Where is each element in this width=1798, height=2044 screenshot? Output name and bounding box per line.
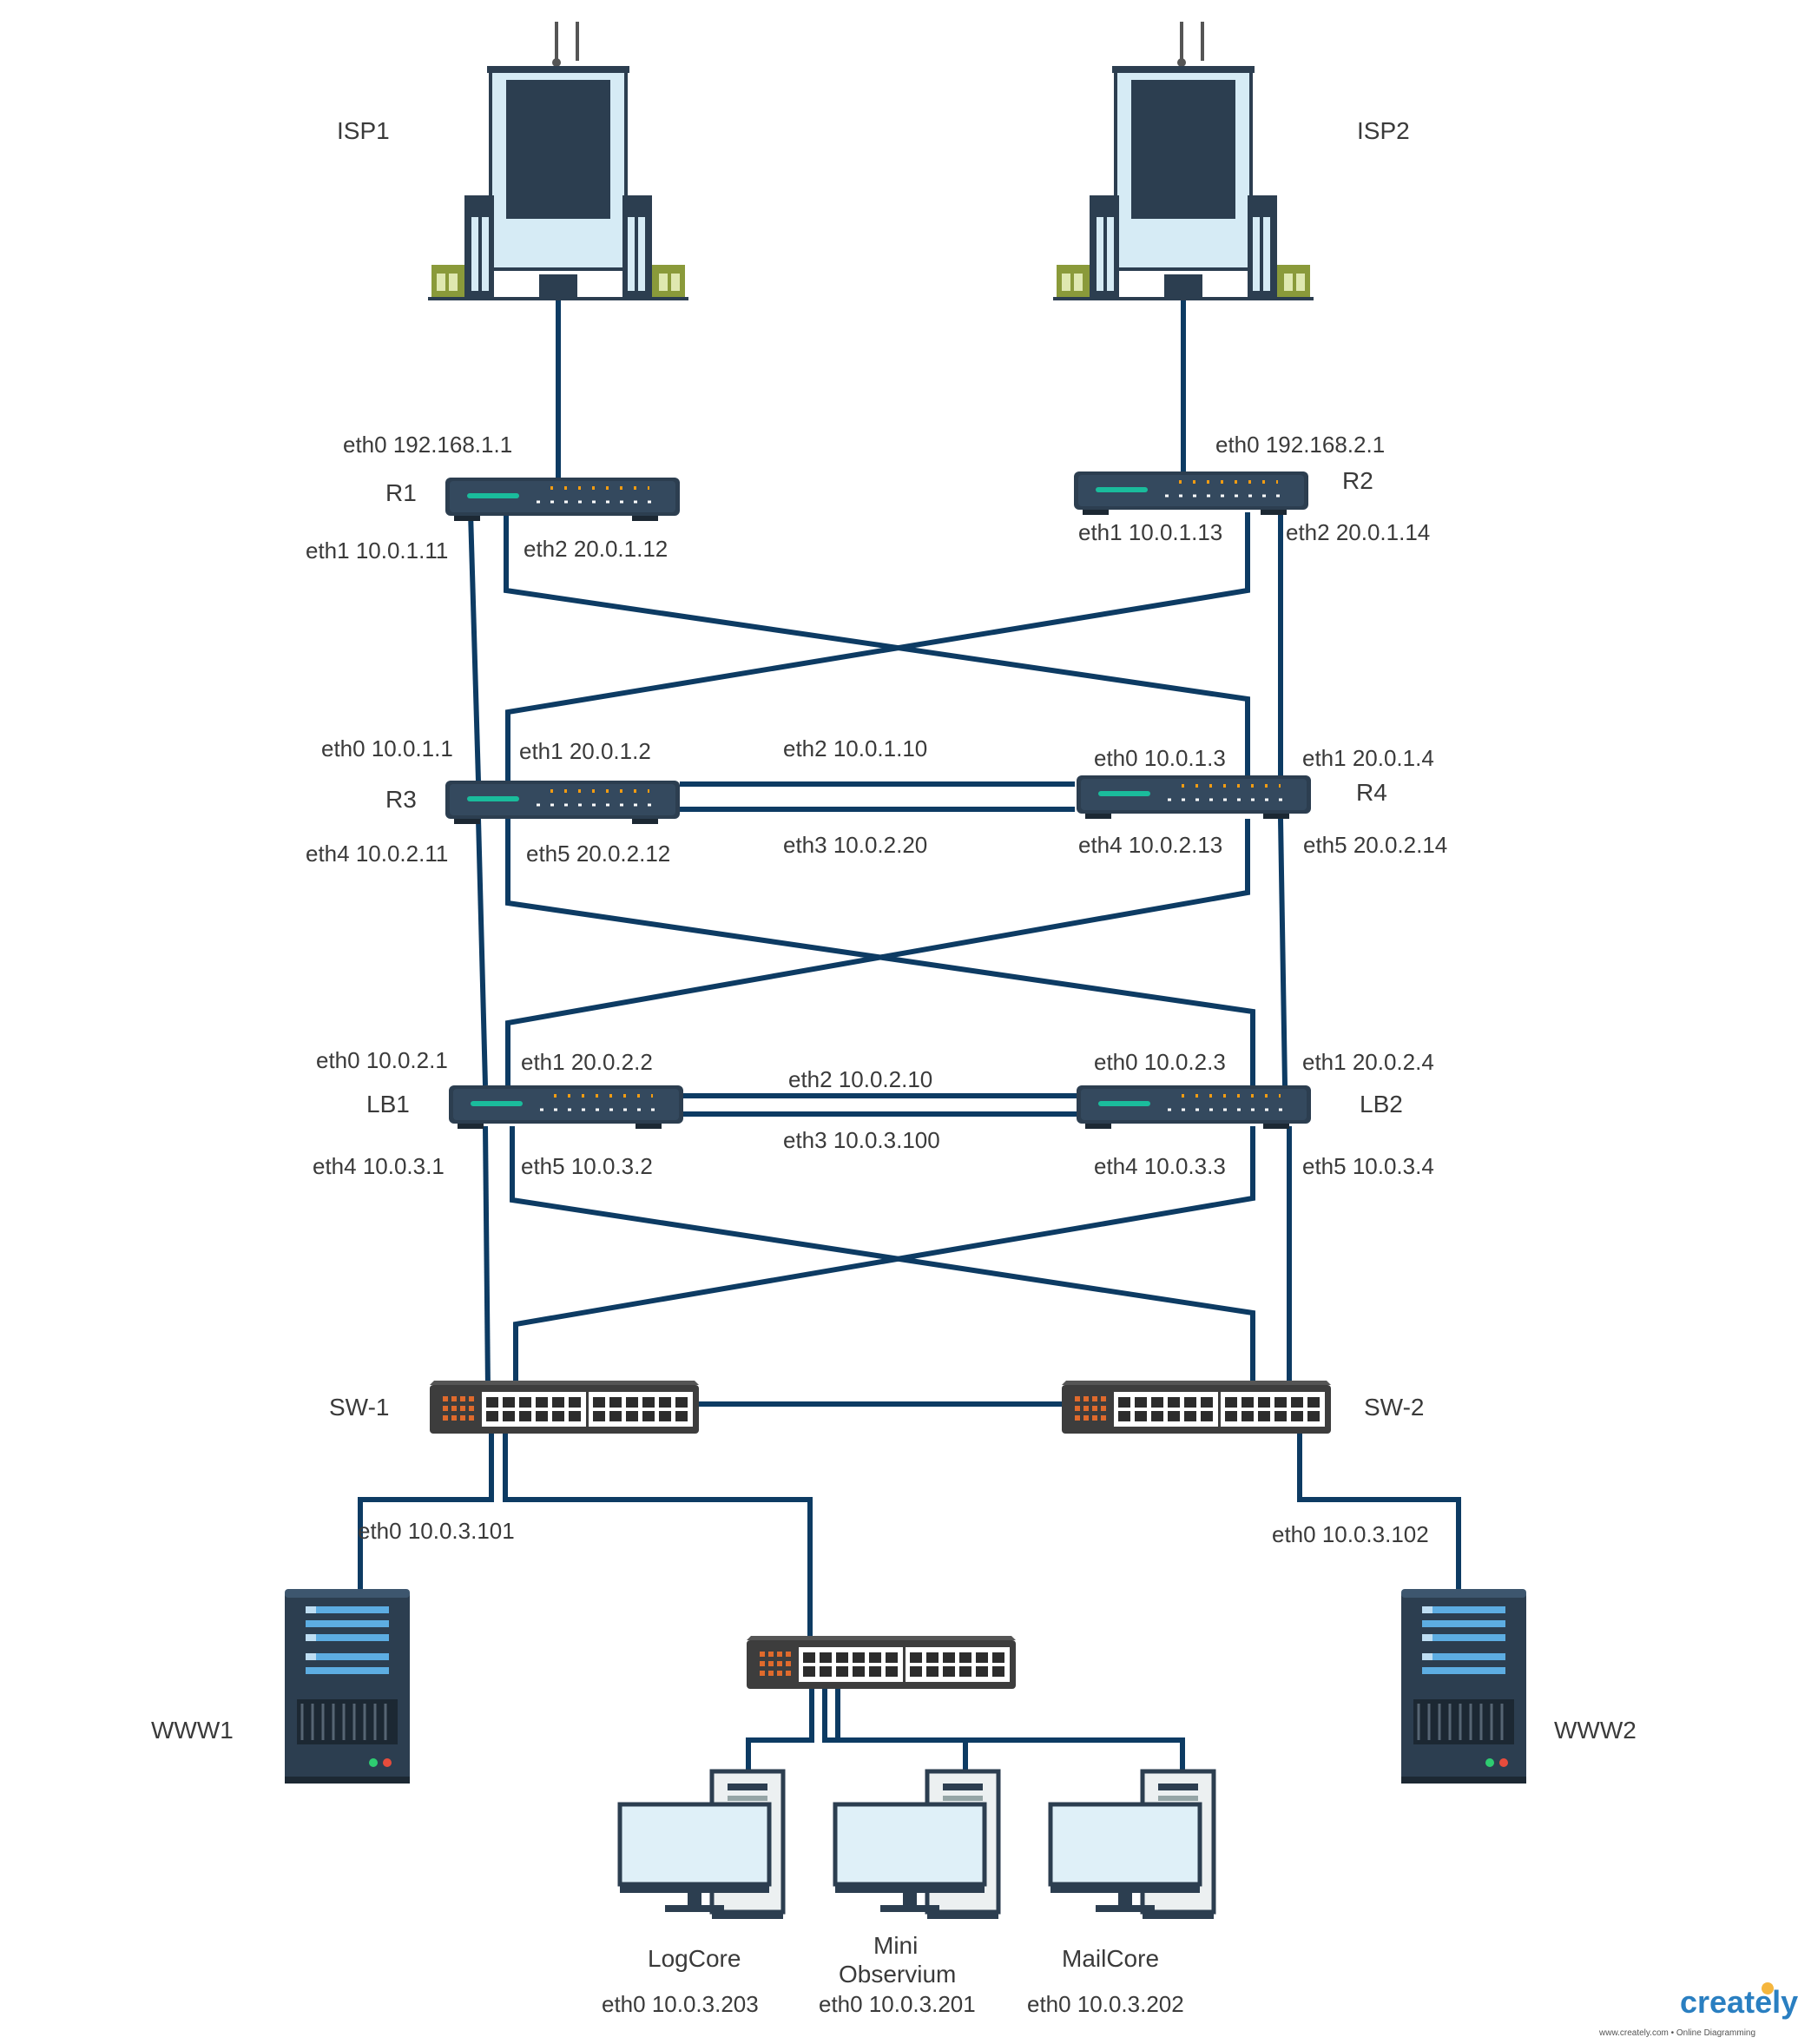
cable-access-mini — [822, 1689, 968, 1771]
iface-r3-eth1: eth1 20.0.1.2 — [519, 738, 651, 764]
cable-r4-lb2 — [1278, 818, 1288, 1086]
iface-r4-eth1: eth1 20.0.1.4 — [1302, 745, 1434, 771]
switch-sw1[interactable] — [430, 1381, 699, 1434]
iface-r3-eth2: eth2 10.0.1.10 — [783, 735, 927, 762]
iface-www1-eth0: eth0 10.0.3.101 — [358, 1518, 515, 1544]
iface-r2-eth2: eth2 20.0.1.14 — [1286, 519, 1430, 545]
label-r1: R1 — [385, 479, 417, 506]
iface-r1-eth1: eth1 10.0.1.11 — [306, 537, 448, 564]
label-r3: R3 — [385, 786, 417, 813]
iface-r3-eth5: eth5 20.0.2.12 — [526, 841, 670, 867]
iface-lb2-eth5: eth5 10.0.3.4 — [1302, 1153, 1434, 1179]
label-lb2: LB2 — [1360, 1091, 1403, 1118]
cables — [358, 299, 1461, 1771]
label-r2: R2 — [1342, 467, 1373, 494]
iface-r1-eth0: eth0 192.168.1.1 — [343, 432, 512, 458]
label-www2: WWW2 — [1554, 1717, 1637, 1744]
workstation-mailcore[interactable] — [1050, 1771, 1214, 1919]
iface-r3-eth3: eth3 10.0.2.20 — [783, 832, 927, 858]
label-isp2: ISP2 — [1357, 117, 1410, 144]
label-mailcore: MailCore — [1062, 1945, 1159, 1972]
access-switch[interactable] — [747, 1636, 1016, 1689]
cable-lb2-sw1 — [513, 1126, 1255, 1389]
label-sw2: SW-2 — [1364, 1394, 1425, 1421]
cable-r4-lb1 — [505, 819, 1250, 1085]
iface-r1-eth2: eth2 20.0.1.12 — [524, 536, 668, 562]
iface-lb1-eth2: eth2 10.0.2.10 — [788, 1066, 932, 1092]
router-r4[interactable] — [1075, 774, 1313, 821]
server-www1[interactable] — [283, 1587, 412, 1785]
label-logcore: LogCore — [648, 1945, 741, 1972]
iface-r3-eth4: eth4 10.0.2.11 — [306, 841, 448, 867]
iface-mailcore-eth0: eth0 10.0.3.202 — [1027, 1991, 1184, 2017]
cable-sw1-access — [503, 1431, 813, 1641]
server-www2[interactable] — [1400, 1587, 1528, 1785]
iface-www2-eth0: eth0 10.0.3.102 — [1272, 1521, 1429, 1547]
load-balancer-lb1[interactable] — [447, 1084, 685, 1131]
label-mini: Mini — [873, 1932, 918, 1959]
cable-r3-lb1 — [476, 818, 488, 1086]
iface-lb1-eth3: eth3 10.0.3.100 — [783, 1127, 940, 1153]
iface-lb2-eth0: eth0 10.0.2.3 — [1094, 1049, 1226, 1075]
router-r2[interactable] — [1072, 470, 1310, 517]
logo-text: creately — [1680, 1984, 1798, 2020]
iface-lb1-eth5: eth5 10.0.3.2 — [521, 1153, 653, 1179]
cable-sw2-www2 — [1297, 1431, 1461, 1589]
switch-sw2[interactable] — [1062, 1381, 1331, 1434]
isp2-building — [1051, 20, 1315, 300]
cable-lb1-sw2 — [510, 1126, 1255, 1385]
iface-lb1-eth0: eth0 10.0.2.1 — [316, 1047, 448, 1073]
iface-mini-eth0: eth0 10.0.3.201 — [819, 1991, 976, 2017]
cable-access-logcore — [746, 1689, 814, 1771]
iface-r4-eth0: eth0 10.0.1.3 — [1094, 745, 1226, 771]
cable-access-mailcore — [835, 1689, 1185, 1771]
label-isp1: ISP1 — [337, 117, 390, 144]
iface-lb2-eth1: eth1 20.0.2.4 — [1302, 1049, 1434, 1075]
iface-r3-eth0: eth0 10.0.1.1 — [321, 735, 453, 762]
router-r3[interactable] — [444, 779, 682, 826]
logo-tagline: www.creately.com • Online Diagramming — [1598, 2028, 1755, 2038]
iface-lb2-eth4: eth4 10.0.3.3 — [1094, 1153, 1226, 1179]
cable-r2-r3 — [505, 512, 1250, 781]
label-www1: WWW1 — [151, 1717, 234, 1744]
iface-r2-eth0: eth0 192.168.2.1 — [1215, 432, 1385, 458]
label-observium: Observium — [839, 1961, 956, 1988]
interface-labels: eth0 192.168.1.1 eth1 10.0.1.11 eth2 20.… — [306, 432, 1447, 2017]
router-r1[interactable] — [444, 476, 682, 523]
cable-lb1-sw1 — [483, 1125, 491, 1390]
cable-sw1-www1 — [358, 1431, 494, 1589]
iface-r4-eth4: eth4 10.0.2.13 — [1078, 832, 1222, 858]
device-labels: ISP1 ISP2 R1 R2 R3 R4 LB1 LB2 SW-1 SW-2 … — [151, 117, 1637, 1988]
cable-r1-r4 — [504, 512, 1250, 781]
workstation-mini-observium[interactable] — [835, 1771, 998, 1919]
label-r4: R4 — [1356, 779, 1387, 806]
label-lb1: LB1 — [366, 1091, 410, 1118]
cable-r1-r3 — [468, 511, 481, 782]
iface-r2-eth1: eth1 10.0.1.13 — [1078, 519, 1222, 545]
iface-lb1-eth1: eth1 20.0.2.2 — [521, 1049, 653, 1075]
workstation-logcore[interactable] — [620, 1771, 783, 1919]
iface-lb1-eth4: eth4 10.0.3.1 — [313, 1153, 445, 1179]
load-balancer-lb2[interactable] — [1075, 1084, 1313, 1131]
creately-logo: creately www.creately.com • Online Diagr… — [1598, 1982, 1798, 2038]
bulb-icon — [1762, 1982, 1774, 1995]
label-sw1: SW-1 — [329, 1394, 390, 1421]
iface-logcore-eth0: eth0 10.0.3.203 — [602, 1991, 759, 2017]
isp1-building — [426, 20, 690, 300]
iface-r4-eth5: eth5 20.0.2.14 — [1303, 832, 1447, 858]
